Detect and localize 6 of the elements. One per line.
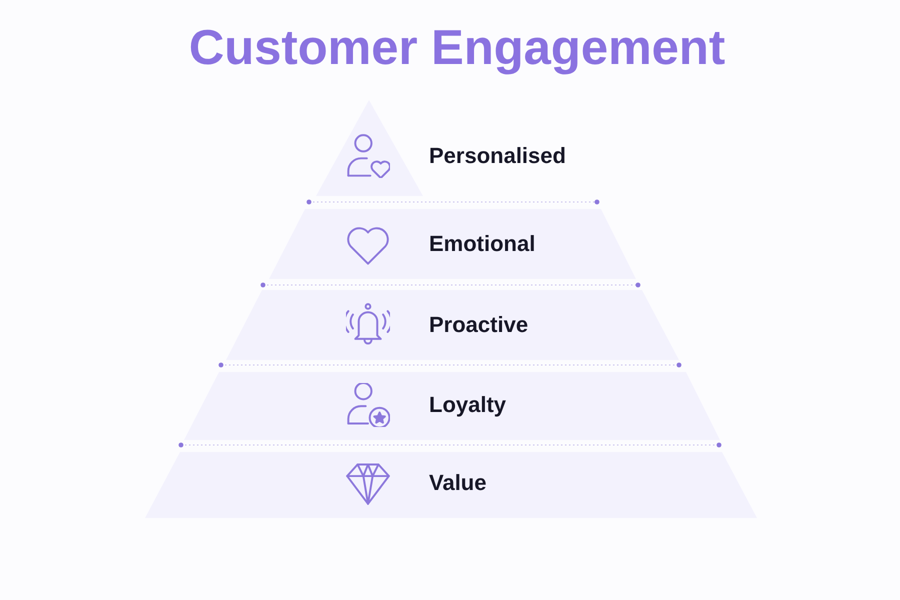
title: Customer Engagement [188,20,726,76]
tier-label: Proactive [429,312,528,338]
tier-label: Loyalty [429,392,506,418]
tier-label: Personalised [429,143,566,169]
tier-label: Value [429,470,486,496]
tier-label: Emotional [429,231,536,257]
